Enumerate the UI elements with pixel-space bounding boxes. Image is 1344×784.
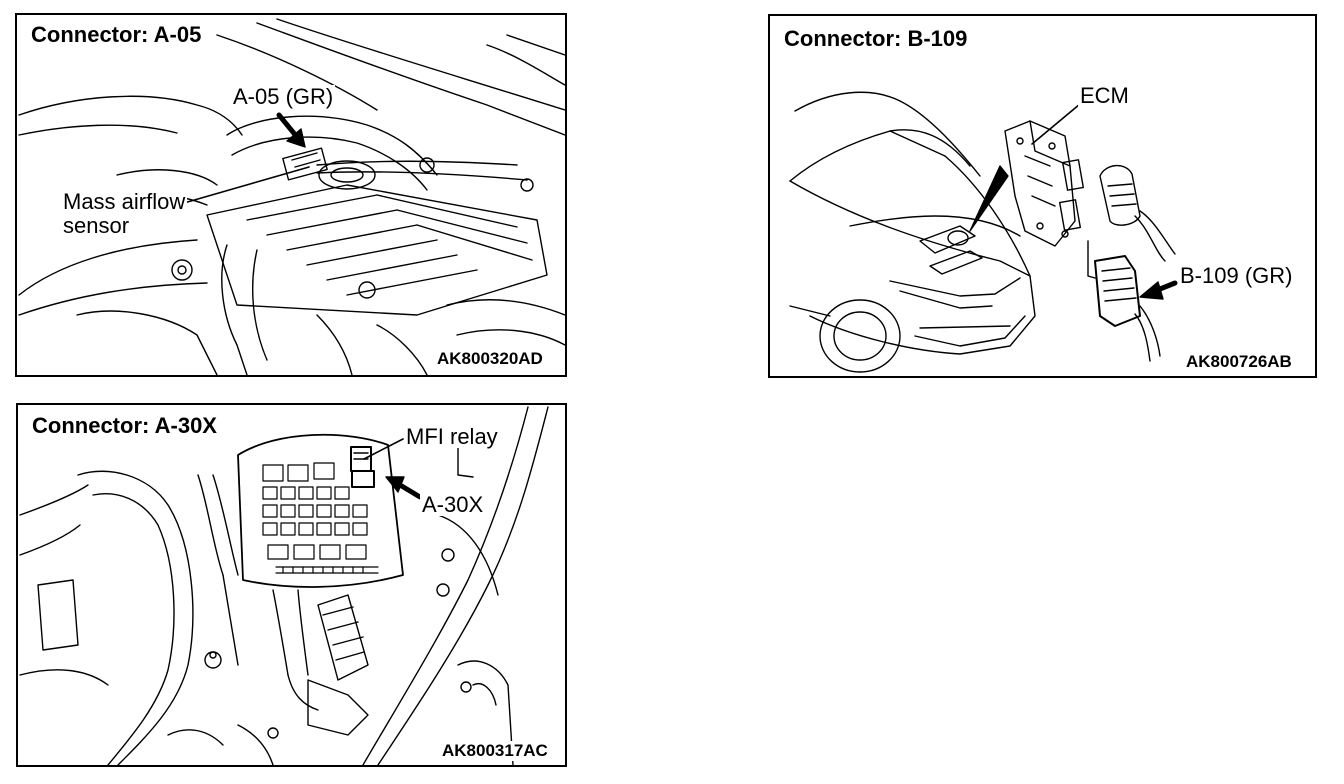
pointer-arrow-icon	[1139, 280, 1178, 300]
car-front-illustration	[789, 91, 1178, 373]
panel-title: Connector: A-30X	[30, 413, 221, 441]
relay-box-illustration	[19, 406, 549, 765]
figure-code: AK800726AB	[1184, 352, 1294, 372]
figure-code: AK800317AC	[440, 741, 550, 761]
pointer-arrow-icon	[385, 476, 423, 500]
figure-code: AK800320AD	[435, 349, 545, 369]
panel-title: Connector: B-109	[782, 26, 972, 54]
panel-connector-a05: Connector: A-05 A-05 (GR) Mass airflow s…	[15, 13, 567, 377]
panel-title: Connector: A-05	[29, 22, 206, 50]
panel-connector-b109: Connector: B-109 ECM B-109 (GR) AK800726…	[768, 14, 1317, 378]
engine-bay-illustration	[18, 18, 565, 375]
relay-callout: MFI relay	[404, 424, 500, 449]
sensor-callout-line1: Mass airflow	[61, 189, 188, 214]
ecm-unit-illustration	[1004, 120, 1085, 247]
ecm-callout: ECM	[1078, 83, 1131, 108]
connector-callout: A-05 (GR)	[231, 84, 336, 109]
sensor-callout-line2: sensor	[61, 213, 132, 238]
connector-callout: B-109 (GR)	[1178, 263, 1295, 288]
connector-callout: A-30X	[420, 492, 486, 517]
panel-connector-a30x: Connector: A-30X MFI relay A-30X AK80031…	[16, 403, 567, 767]
pointer-arrow-icon	[276, 112, 306, 148]
